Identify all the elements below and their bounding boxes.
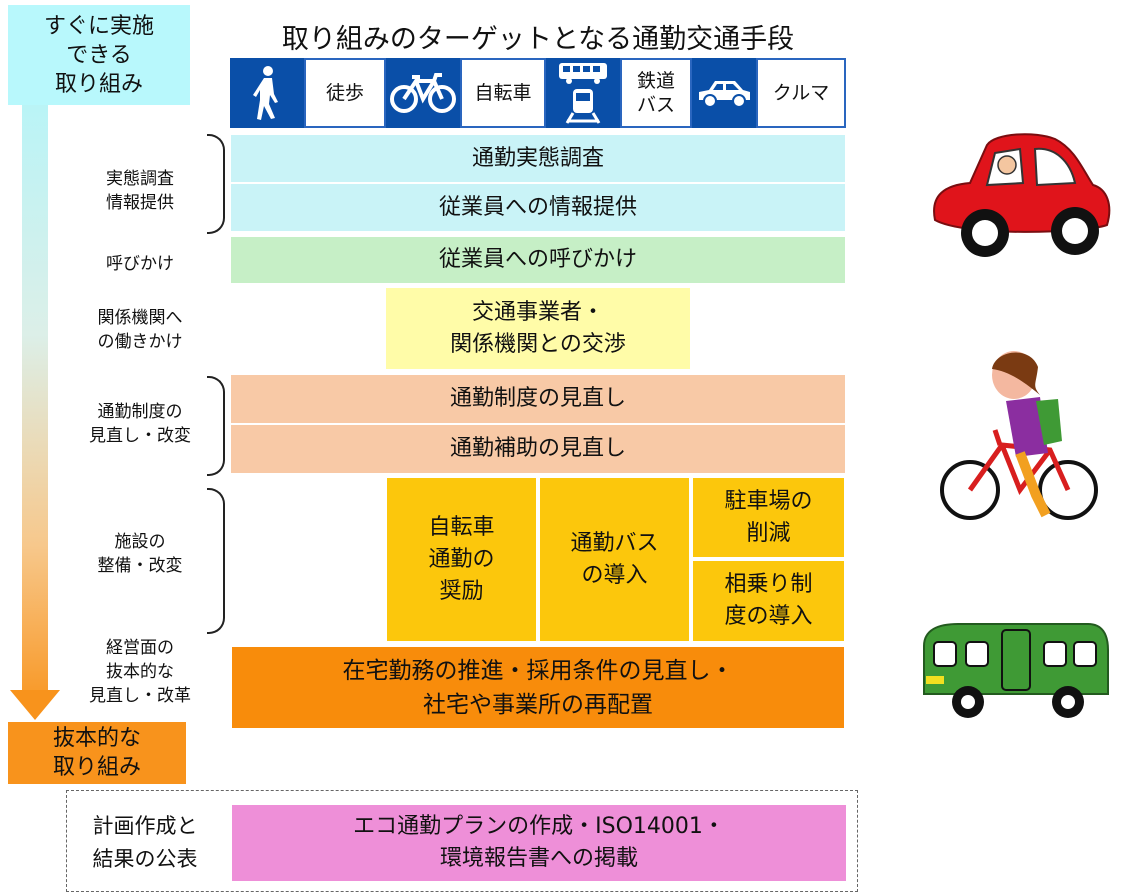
measure-commute-survey: 通勤実態調査 bbox=[230, 134, 846, 183]
progression-arrow-head bbox=[10, 690, 60, 720]
train-bus-icon bbox=[546, 58, 620, 128]
measure-bike-encourage: 自転車 通勤の 奨励 bbox=[385, 476, 538, 643]
measure-subsidy-review: 通勤補助の見直し bbox=[230, 424, 846, 474]
bracket-survey bbox=[207, 134, 225, 234]
transport-modes-title: 取り組みのターゲットとなる通勤交通手段 bbox=[281, 23, 795, 55]
bracket-system bbox=[207, 376, 225, 476]
mode-label-rail-bus: 鉄道 バス bbox=[620, 58, 692, 128]
progression-arrow-shaft bbox=[22, 95, 48, 695]
category-plan: 計画作成と 結果の公表 bbox=[92, 814, 198, 871]
red-car-illustration bbox=[925, 125, 1115, 265]
walking-person-icon bbox=[230, 58, 304, 128]
measure-info-provision: 従業員への情報提供 bbox=[230, 183, 846, 232]
bicycle-icon bbox=[386, 58, 460, 128]
green-bus-illustration bbox=[918, 616, 1110, 721]
category-appeal: 呼びかけ bbox=[106, 254, 174, 274]
category-system: 通勤制度の 見直し・改変 bbox=[89, 402, 191, 446]
measure-telework: 在宅勤務の推進・採用条件の見直し・ 社宅や事業所の再配置 bbox=[230, 645, 846, 730]
category-facility: 施設の 整備・改変 bbox=[97, 532, 183, 576]
category-survey: 実態調査 情報提供 bbox=[106, 169, 174, 213]
measure-carpool: 相乗り制 度の導入 bbox=[691, 559, 846, 643]
bracket-facility bbox=[207, 488, 225, 634]
immediate-measures-label: すぐに実施 できる 取り組み bbox=[8, 5, 190, 105]
car-icon bbox=[692, 58, 756, 128]
measure-appeal: 従業員への呼びかけ bbox=[230, 236, 846, 284]
category-management: 経営面の 抜本的な 見直し・改革 bbox=[89, 638, 191, 706]
fundamental-measures-label: 抜本的な 取り組み bbox=[8, 722, 186, 784]
mode-label-car: クルマ bbox=[756, 58, 846, 128]
measure-parking-reduce: 駐車場の 削減 bbox=[691, 476, 846, 559]
mode-label-bicycle: 自転車 bbox=[460, 58, 546, 128]
measure-eco-plan: エコ通勤プランの作成・ISO14001・ 環境報告書への掲載 bbox=[232, 805, 846, 881]
category-agencies: 関係機関へ の働きかけ bbox=[97, 308, 183, 352]
cyclist-illustration bbox=[940, 345, 1100, 530]
measure-system-review: 通勤制度の見直し bbox=[230, 374, 846, 424]
measure-negotiation: 交通事業者・ 関係機関との交渉 bbox=[385, 287, 691, 370]
mode-label-walk: 徒歩 bbox=[304, 58, 386, 128]
measure-shuttle-bus: 通勤バス の導入 bbox=[538, 476, 691, 643]
